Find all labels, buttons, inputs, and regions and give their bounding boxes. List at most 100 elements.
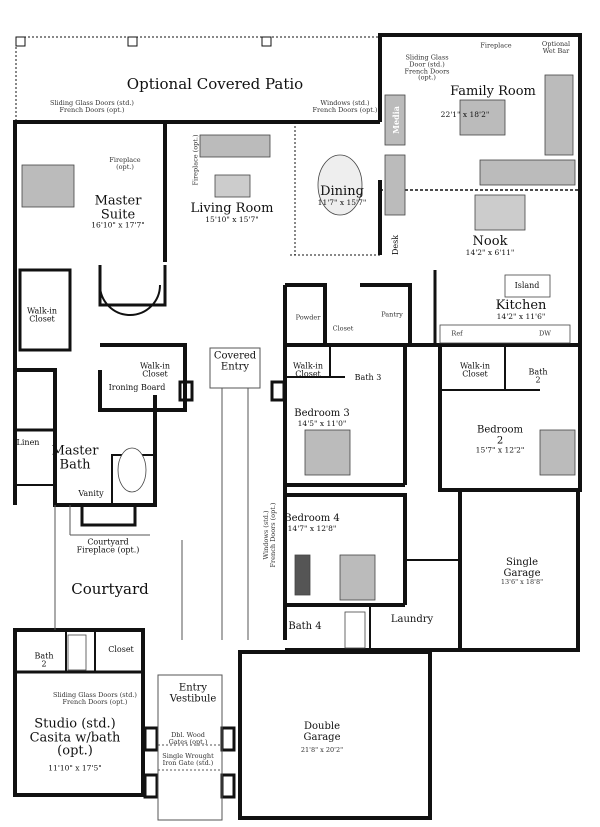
room-dims: 13'6" x 18'8" (500, 578, 544, 587)
patio-columns (15, 36, 272, 47)
note-line: Sliding Glass (405, 53, 449, 62)
exterior-walls (13, 33, 582, 820)
room-name: Bedroom 3 (294, 407, 350, 419)
media-label: Media (390, 106, 401, 134)
room-dims: 14'2" x 6'11" (465, 247, 515, 257)
note-line: French Doors (opt.) (62, 698, 128, 706)
island-label: Island (514, 280, 540, 290)
room-name: 2 (496, 435, 504, 447)
note-line: Iron Gate (std.) (162, 759, 214, 767)
powder-label: Powder (295, 313, 321, 322)
note-line: French Doors (opt.) (59, 106, 125, 114)
room-name: Master (94, 193, 142, 209)
room-name: Vestibule (169, 693, 217, 704)
room-name: Walk-in (27, 306, 57, 316)
note-line: Optional (541, 40, 571, 49)
ironing-board-label: Ironing Board (108, 382, 166, 392)
note-line: (opt.) (116, 163, 134, 171)
room-name: Dining (320, 184, 364, 200)
room-name: Studio (std.) (34, 716, 116, 732)
note-line: Fireplace (109, 156, 141, 165)
courtyard-label: Courtyard (71, 580, 149, 599)
master-fireplace-note: Fireplace(opt.) (109, 157, 140, 171)
room-name: Bedroom (477, 424, 523, 436)
room-dims: 14'7" x 12'8" (287, 523, 337, 533)
note-line: Windows (std.) (320, 99, 370, 108)
room-dims: 15'10" x 15'7" (205, 214, 259, 224)
furniture (21, 74, 576, 671)
dining-windows-note: Windows (std.)French Doors (opt.) (313, 100, 378, 114)
room-name: Closet (462, 370, 488, 379)
patio-label: Optional Covered Patio (126, 75, 304, 94)
room-name: Single (505, 557, 539, 569)
room-name: Closet (142, 370, 168, 379)
room-name: Entry (220, 361, 250, 372)
pantry-label: Pantry (381, 310, 403, 319)
room-name: Master (51, 443, 99, 459)
family-room-label: Family Room (450, 84, 536, 100)
laundry-label: Laundry (390, 613, 434, 625)
note-line: Gates (opt.) (168, 738, 208, 746)
room-name: Nook (472, 234, 508, 250)
hall-closet-label: Closet (332, 324, 354, 333)
room-name: Garage (503, 567, 541, 579)
dw-label: DW (539, 329, 551, 338)
room-name: 2 (41, 660, 47, 669)
ref-label: Ref (451, 329, 463, 338)
room-name: Double (303, 721, 340, 733)
room-name: Fireplace (opt.) (76, 546, 140, 555)
studio-label: Studio (std.)Casita w/bath(opt.)11'10" x… (30, 716, 121, 773)
note-line: French Doors (opt.) (312, 106, 378, 114)
bath-3-label: Bath 3 (354, 372, 382, 382)
note-line: French Doors (opt.) (269, 502, 277, 568)
family-room-dims: 22'1" x 18'2" (440, 110, 490, 120)
room-dims: 11'10" x 17'5" (48, 763, 102, 773)
desk-label: Desk (390, 234, 400, 256)
room-name: Covered (213, 350, 257, 362)
room-name: 2 (535, 376, 541, 385)
room-dims: 15'7" x 12'2" (475, 445, 525, 455)
room-name: Kitchen (495, 298, 547, 314)
note-line: Dbl. Wood (171, 731, 205, 740)
bed4-windows-note: Windows (std.)French Doors (opt.) (262, 502, 277, 568)
room-name: Bath (34, 651, 54, 661)
room-name: Bedroom 4 (284, 512, 340, 524)
note-line: French Doors (404, 67, 450, 75)
room-dims: 14'2" x 11'6" (496, 311, 546, 321)
note-line: Sliding Glass Doors (std.) (53, 691, 137, 700)
room-name: Walk-in (140, 361, 170, 371)
room-name: Entry (178, 682, 208, 694)
living-fireplace-note: Fireplace (opt.) (191, 134, 200, 186)
family-fireplace-note: Fireplace (480, 41, 512, 50)
note-line: Wet Bar (542, 47, 570, 55)
vanity-label: Vanity (78, 488, 104, 498)
room-name: (opt.) (57, 743, 93, 759)
room-name: Closet (29, 315, 55, 324)
room-dims: 21'8" x 20'2" (300, 746, 344, 755)
room-name: Walk-in (460, 361, 490, 371)
room-name: Living Room (190, 201, 274, 217)
room-name: Garage (303, 731, 341, 743)
note-line: (opt.) (418, 73, 436, 82)
master-doors-note: Sliding Glass Doors (std.)French Doors (… (50, 100, 134, 114)
